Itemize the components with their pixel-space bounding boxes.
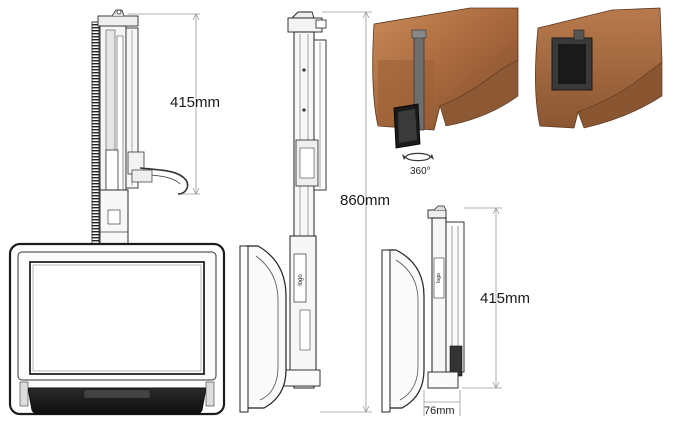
speaker-grille [27,387,207,415]
monitor-screen [29,261,205,375]
side-view-retracted: logo [381,205,502,416]
installation-render-2 [535,7,663,129]
side-view-extended: logo [239,11,372,413]
dim-label-76: 76mm [424,405,455,417]
rotation-label: 360° [410,166,431,177]
dim-label-415-left: 415mm [170,94,221,111]
installation-render-1 [372,7,519,162]
dim-label-415-right: 415mm [480,290,531,307]
dim-label-860: 860mm [340,192,391,209]
front-view [8,9,226,416]
monitor-side-profile [245,245,287,409]
svg-text:logo: logo [298,274,304,286]
svg-text:logo: logo [436,273,442,283]
gear-rack [91,21,100,248]
rotation-arrow-icon [405,152,431,162]
